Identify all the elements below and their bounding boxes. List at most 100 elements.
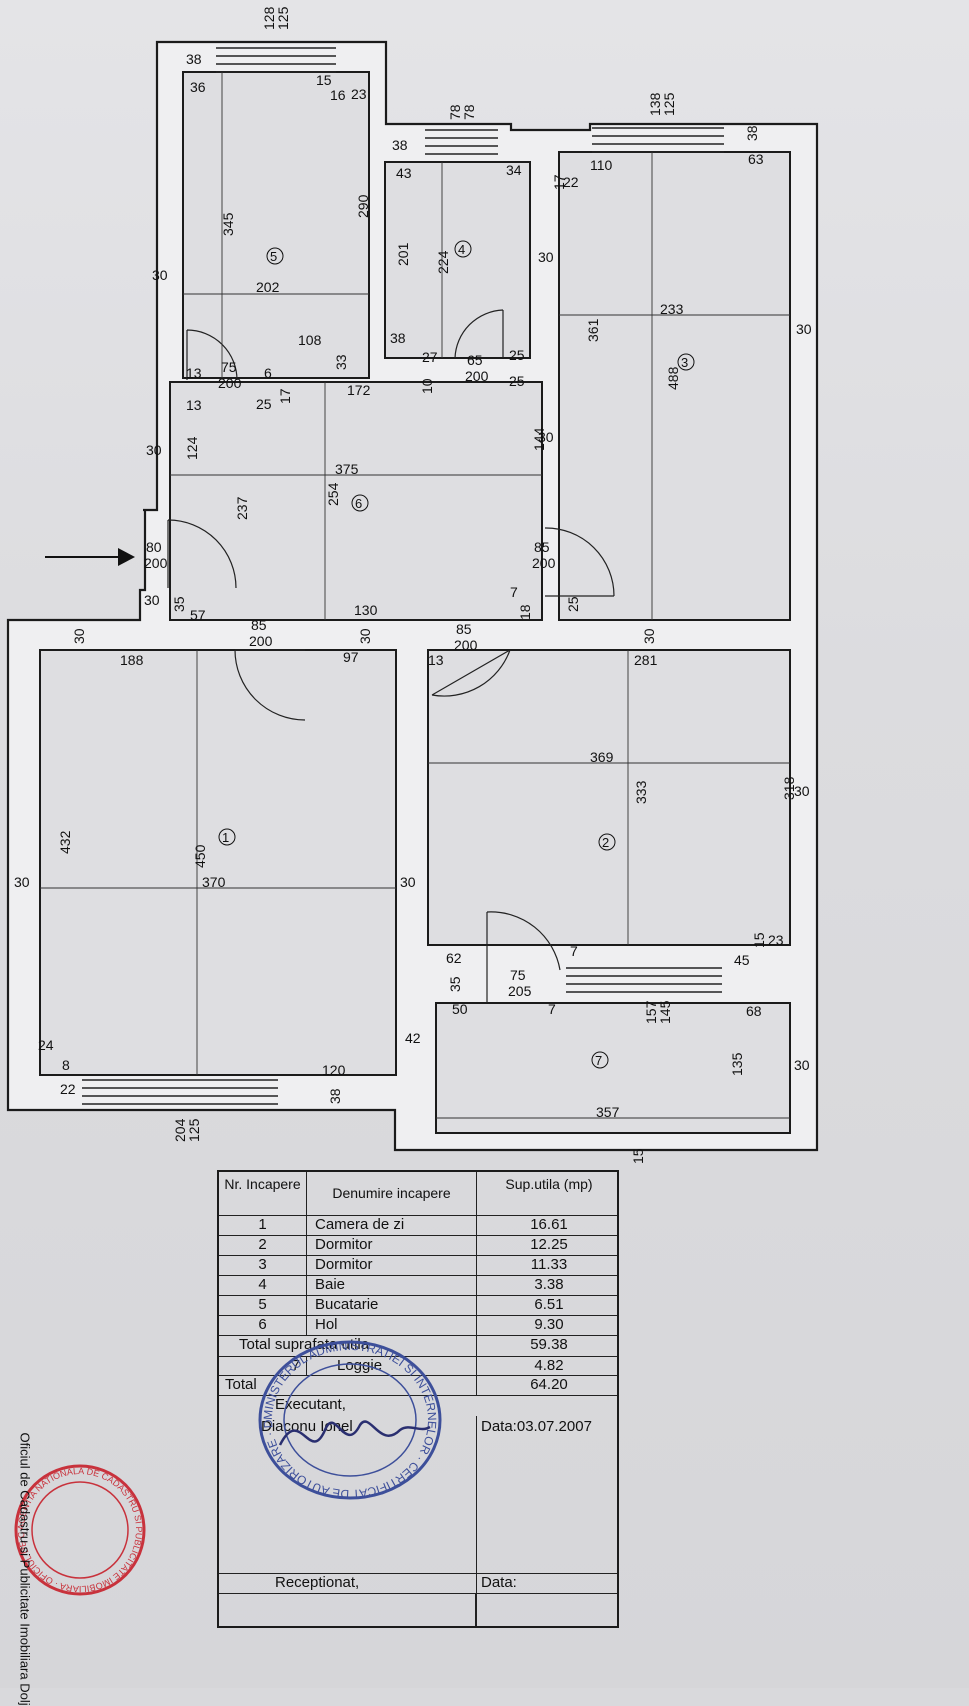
row-name: Bucatarie [307, 1296, 477, 1315]
table-total-util-row: Total suprafata utila 59.38 [219, 1336, 617, 1356]
dim-label: 30 [538, 429, 554, 445]
dim-label: 224 [435, 250, 451, 274]
dim-label: 85 [456, 621, 472, 637]
dim-label: 13 [186, 397, 202, 413]
blue-stamp: MINISTERUL ADMINISTRATIEI SI INTERNELOR … [250, 1335, 442, 1501]
dim-label: 22 [60, 1081, 76, 1097]
room-7-loggie [435, 1002, 791, 1134]
room-number-7: 7 [591, 1051, 609, 1069]
dim-label: 6 [264, 365, 272, 381]
dim-label: 144 [531, 427, 547, 451]
dim-label: 30 [14, 874, 30, 890]
dim-label: 138 [647, 92, 663, 116]
dim-label: 33 [333, 354, 349, 370]
row-nr: 6 [219, 1316, 307, 1335]
dim-label: 30 [641, 628, 657, 644]
dim-label: 128 [261, 6, 277, 30]
door-bedroom-2 [431, 649, 511, 697]
dim-label: 30 [538, 249, 554, 265]
dim-label: 10 [419, 378, 435, 394]
dim-label: 63 [748, 151, 764, 167]
dim-label: 25 [509, 373, 525, 389]
door-entrance [167, 519, 237, 589]
dim-label: 15 [751, 932, 767, 948]
room-5-bucatarie [182, 71, 370, 379]
loggia-area: 4.82 [534, 1357, 564, 1374]
door-bedroom-3 [544, 527, 615, 597]
room-number-2: 2 [598, 833, 616, 851]
row-area: 9.30 [534, 1316, 564, 1333]
dim-label: 202 [256, 279, 280, 295]
dim-label: 205 [508, 983, 532, 999]
room-number-6: 6 [351, 494, 369, 512]
dim-label: 38 [392, 137, 408, 153]
loggia-name: Loggie [307, 1357, 477, 1375]
svg-text:5: 5 [270, 249, 277, 264]
total-util-label: Total suprafata utila [239, 1336, 477, 1356]
dim-label: 488 [665, 366, 681, 390]
dim-label: 333 [633, 780, 649, 804]
dim-label: 124 [184, 436, 200, 460]
header-area: Sup.utila (mp) [505, 1176, 593, 1192]
dim-label: 370 [202, 874, 226, 890]
dim-label: 30 [152, 267, 168, 283]
table-row: 2 Dormitor 12.25 [219, 1236, 617, 1256]
dim-label: 8 [62, 1057, 70, 1073]
svg-text:6: 6 [355, 496, 362, 511]
dim-label: 233 [660, 301, 684, 317]
dim-label: 18 [517, 604, 533, 620]
room-number-5: 5 [266, 247, 284, 265]
dimension-lines [40, 72, 790, 1119]
dim-label: 17 [551, 174, 567, 190]
row-nr: 3 [219, 1256, 307, 1275]
dim-label: 75 [510, 967, 526, 983]
dim-label: 200 [144, 555, 168, 571]
dim-label: 30 [794, 1057, 810, 1073]
dim-label: 7 [510, 584, 518, 600]
dim-label: 16 [330, 87, 346, 103]
svg-text:4: 4 [458, 242, 465, 257]
dim-label: 188 [120, 652, 144, 668]
room-number-4: 4 [454, 240, 472, 258]
dim-label: 200 [532, 555, 556, 571]
loggia-nr: 7 [219, 1357, 307, 1375]
table-row: 5 Bucatarie 6.51 [219, 1296, 617, 1316]
total-value: 64.20 [530, 1376, 568, 1393]
dim-label: 254 [325, 482, 341, 506]
dim-label: 7 [570, 943, 578, 959]
dim-label: 27 [422, 349, 438, 365]
dim-label: 125 [186, 1118, 202, 1142]
dim-label: 38 [186, 51, 202, 67]
dim-label: 30 [400, 874, 416, 890]
dim-label: 201 [395, 242, 411, 266]
dim-label: 237 [234, 496, 250, 520]
dim-label: 85 [534, 539, 550, 555]
door-loggia [486, 911, 561, 1003]
dim-label: 450 [192, 844, 208, 868]
dim-label: 375 [335, 461, 359, 477]
row-area: 6.51 [534, 1296, 564, 1313]
room-4-baie [384, 161, 531, 359]
dim-label: 42 [405, 1030, 421, 1046]
window-loggia [566, 967, 722, 993]
dim-label: 125 [275, 6, 291, 30]
date-received: Data: [481, 1574, 517, 1591]
dim-label: 62 [446, 950, 462, 966]
dim-label: 30 [794, 783, 810, 799]
dim-label: 200 [454, 637, 478, 653]
table-total-row: Total 64.20 [219, 1376, 617, 1396]
dim-label: 34 [506, 162, 522, 178]
room-2-dormitor [427, 649, 791, 946]
dim-label: 369 [590, 749, 614, 765]
dim-label: 22 [563, 174, 579, 190]
dim-label: 97 [343, 649, 359, 665]
dim-label: 108 [298, 332, 322, 348]
dim-label: 30 [796, 321, 812, 337]
dim-label: 38 [327, 1088, 343, 1104]
dim-label: 85 [251, 617, 267, 633]
entrance-arrow [45, 548, 135, 566]
row-name: Camera de zi [307, 1216, 477, 1235]
dim-label: 25 [509, 347, 525, 363]
dim-label: 75 [221, 359, 237, 375]
dim-label: 432 [57, 830, 73, 854]
